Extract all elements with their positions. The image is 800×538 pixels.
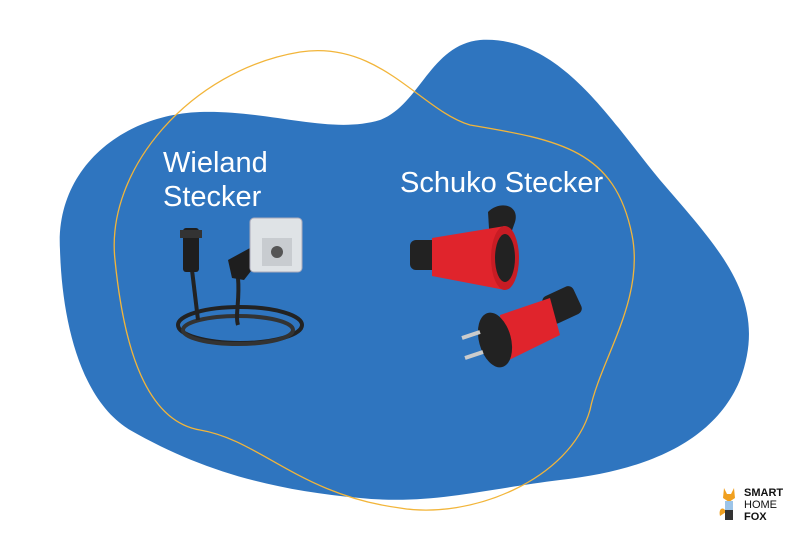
fox-mascot-icon [719, 488, 735, 520]
wieland-label-line2: Stecker [163, 181, 262, 213]
wieland-label-line1: Wieland [163, 147, 268, 179]
schuko-plug-image [410, 205, 582, 368]
smart-home-fox-logo: SMART HOME FOX [718, 486, 783, 524]
wieland-plug-image [176, 217, 304, 346]
logo-line1: SMART [744, 487, 784, 499]
wieland-label: Wieland Stecker [163, 146, 268, 214]
logo-line3: FOX [744, 511, 767, 523]
schuko-label: Schuko Stecker [400, 167, 604, 199]
blue-blob [59, 39, 749, 500]
yellow-outline [113, 50, 635, 511]
logo-line2: HOME [744, 499, 777, 511]
